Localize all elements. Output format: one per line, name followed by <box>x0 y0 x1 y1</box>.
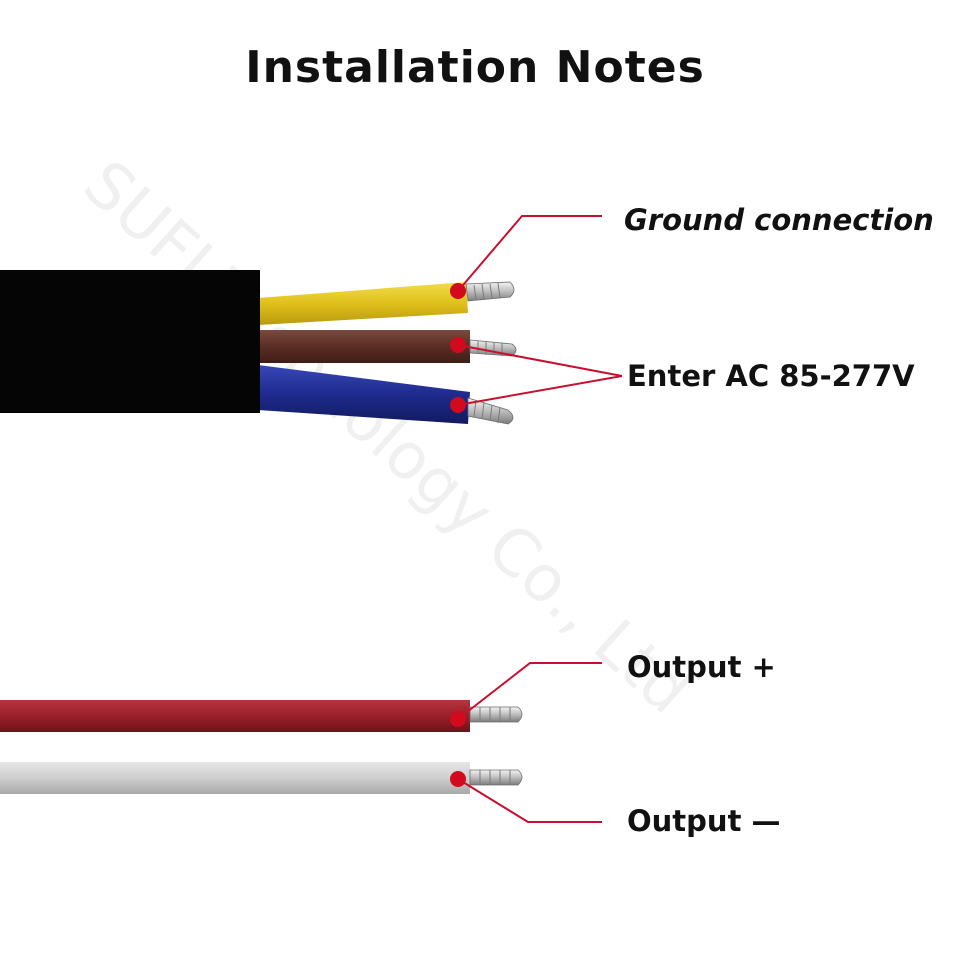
neutral-leader-line <box>457 375 623 406</box>
output-minus-strands <box>469 769 523 786</box>
neutral-wire-strands <box>467 397 514 425</box>
ground-leader-line <box>457 215 602 292</box>
neutral-indicator-dot <box>450 397 466 413</box>
output-minus-wire <box>0 762 523 794</box>
live-wire <box>258 330 517 363</box>
page-title: Installation Notes <box>245 42 705 93</box>
live-indicator-dot <box>450 337 466 353</box>
output-plus-leader-line <box>457 662 602 720</box>
output-plus-indicator-dot <box>450 711 466 727</box>
ground-indicator-dot <box>450 283 466 299</box>
live-leader-line <box>457 344 623 377</box>
input-cable <box>0 270 517 425</box>
watermark-text: SUFI Technology Co., Ltd <box>69 147 704 729</box>
output-plus-wire <box>0 700 523 732</box>
neutral-wire <box>258 365 514 425</box>
output-minus-leader-line <box>457 778 602 823</box>
ac-input-label: Enter AC 85-277V <box>627 359 915 393</box>
output-plus-strands <box>469 706 523 723</box>
ground-wire <box>258 281 515 325</box>
ground-wire-strands <box>465 281 515 302</box>
output-plus-label: Output + <box>627 650 776 684</box>
ground-connection-label: Ground connection <box>624 203 934 237</box>
output-minus-indicator-dot <box>450 771 466 787</box>
output-minus-label: Output — <box>627 804 781 838</box>
cable-jacket <box>0 270 260 413</box>
